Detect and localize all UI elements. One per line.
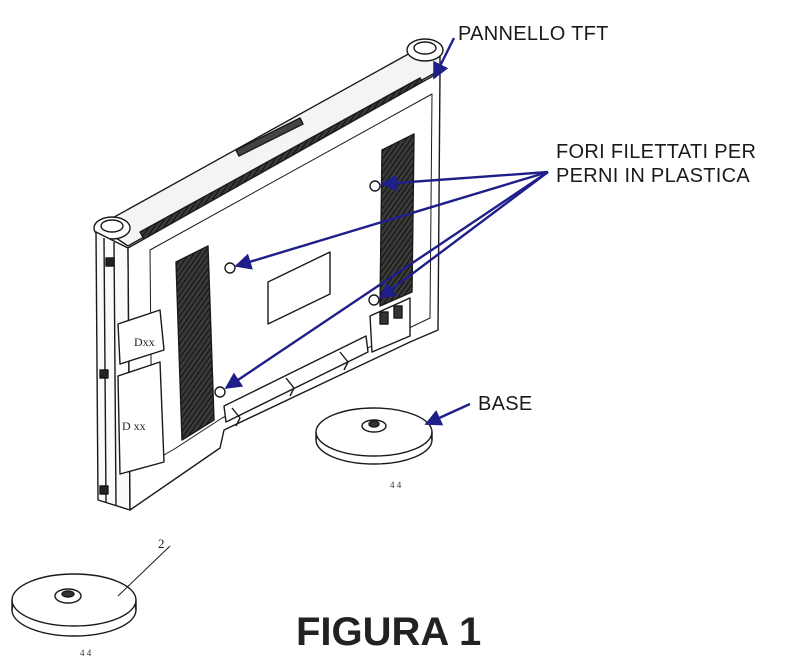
arrow-base	[424, 402, 471, 426]
label-part-number: 2	[158, 536, 165, 551]
threaded-hole-icon	[224, 262, 236, 274]
threaded-hole-icon	[369, 180, 381, 192]
arrow-hole-3	[224, 171, 549, 389]
svg-text:Dxx: Dxx	[134, 335, 155, 349]
left-vent-grille	[175, 245, 215, 441]
label-threaded-holes-line2: PERNI IN PLASTICA	[556, 165, 751, 187]
svg-text:4 4: 4 4	[390, 480, 402, 490]
svg-text:D xx: D xx	[122, 419, 146, 433]
center-label-plate	[267, 251, 331, 325]
threaded-hole-icon	[214, 386, 226, 398]
base-left-illustration	[11, 573, 137, 637]
label-tft-panel: PANNELLO TFT	[458, 23, 609, 45]
label-threaded-holes: FORI FILETTATI PER PERNI IN PLASTICA	[556, 140, 756, 188]
callout-arrows	[224, 37, 549, 426]
label-base: BASE	[478, 393, 533, 415]
base-right-illustration	[315, 407, 433, 465]
figure-title: FIGURA 1	[296, 610, 482, 654]
arrow-hole-4	[378, 171, 549, 300]
arrow-hole-1	[234, 170, 549, 270]
svg-text:4 4: 4 4	[80, 648, 92, 658]
arrow-hole-2	[380, 170, 549, 192]
part-leader-line	[117, 545, 171, 597]
label-threaded-holes-line1: FORI FILETTATI PER	[556, 141, 757, 163]
arrow-panel	[432, 37, 456, 80]
threaded-hole-icon	[368, 294, 380, 306]
